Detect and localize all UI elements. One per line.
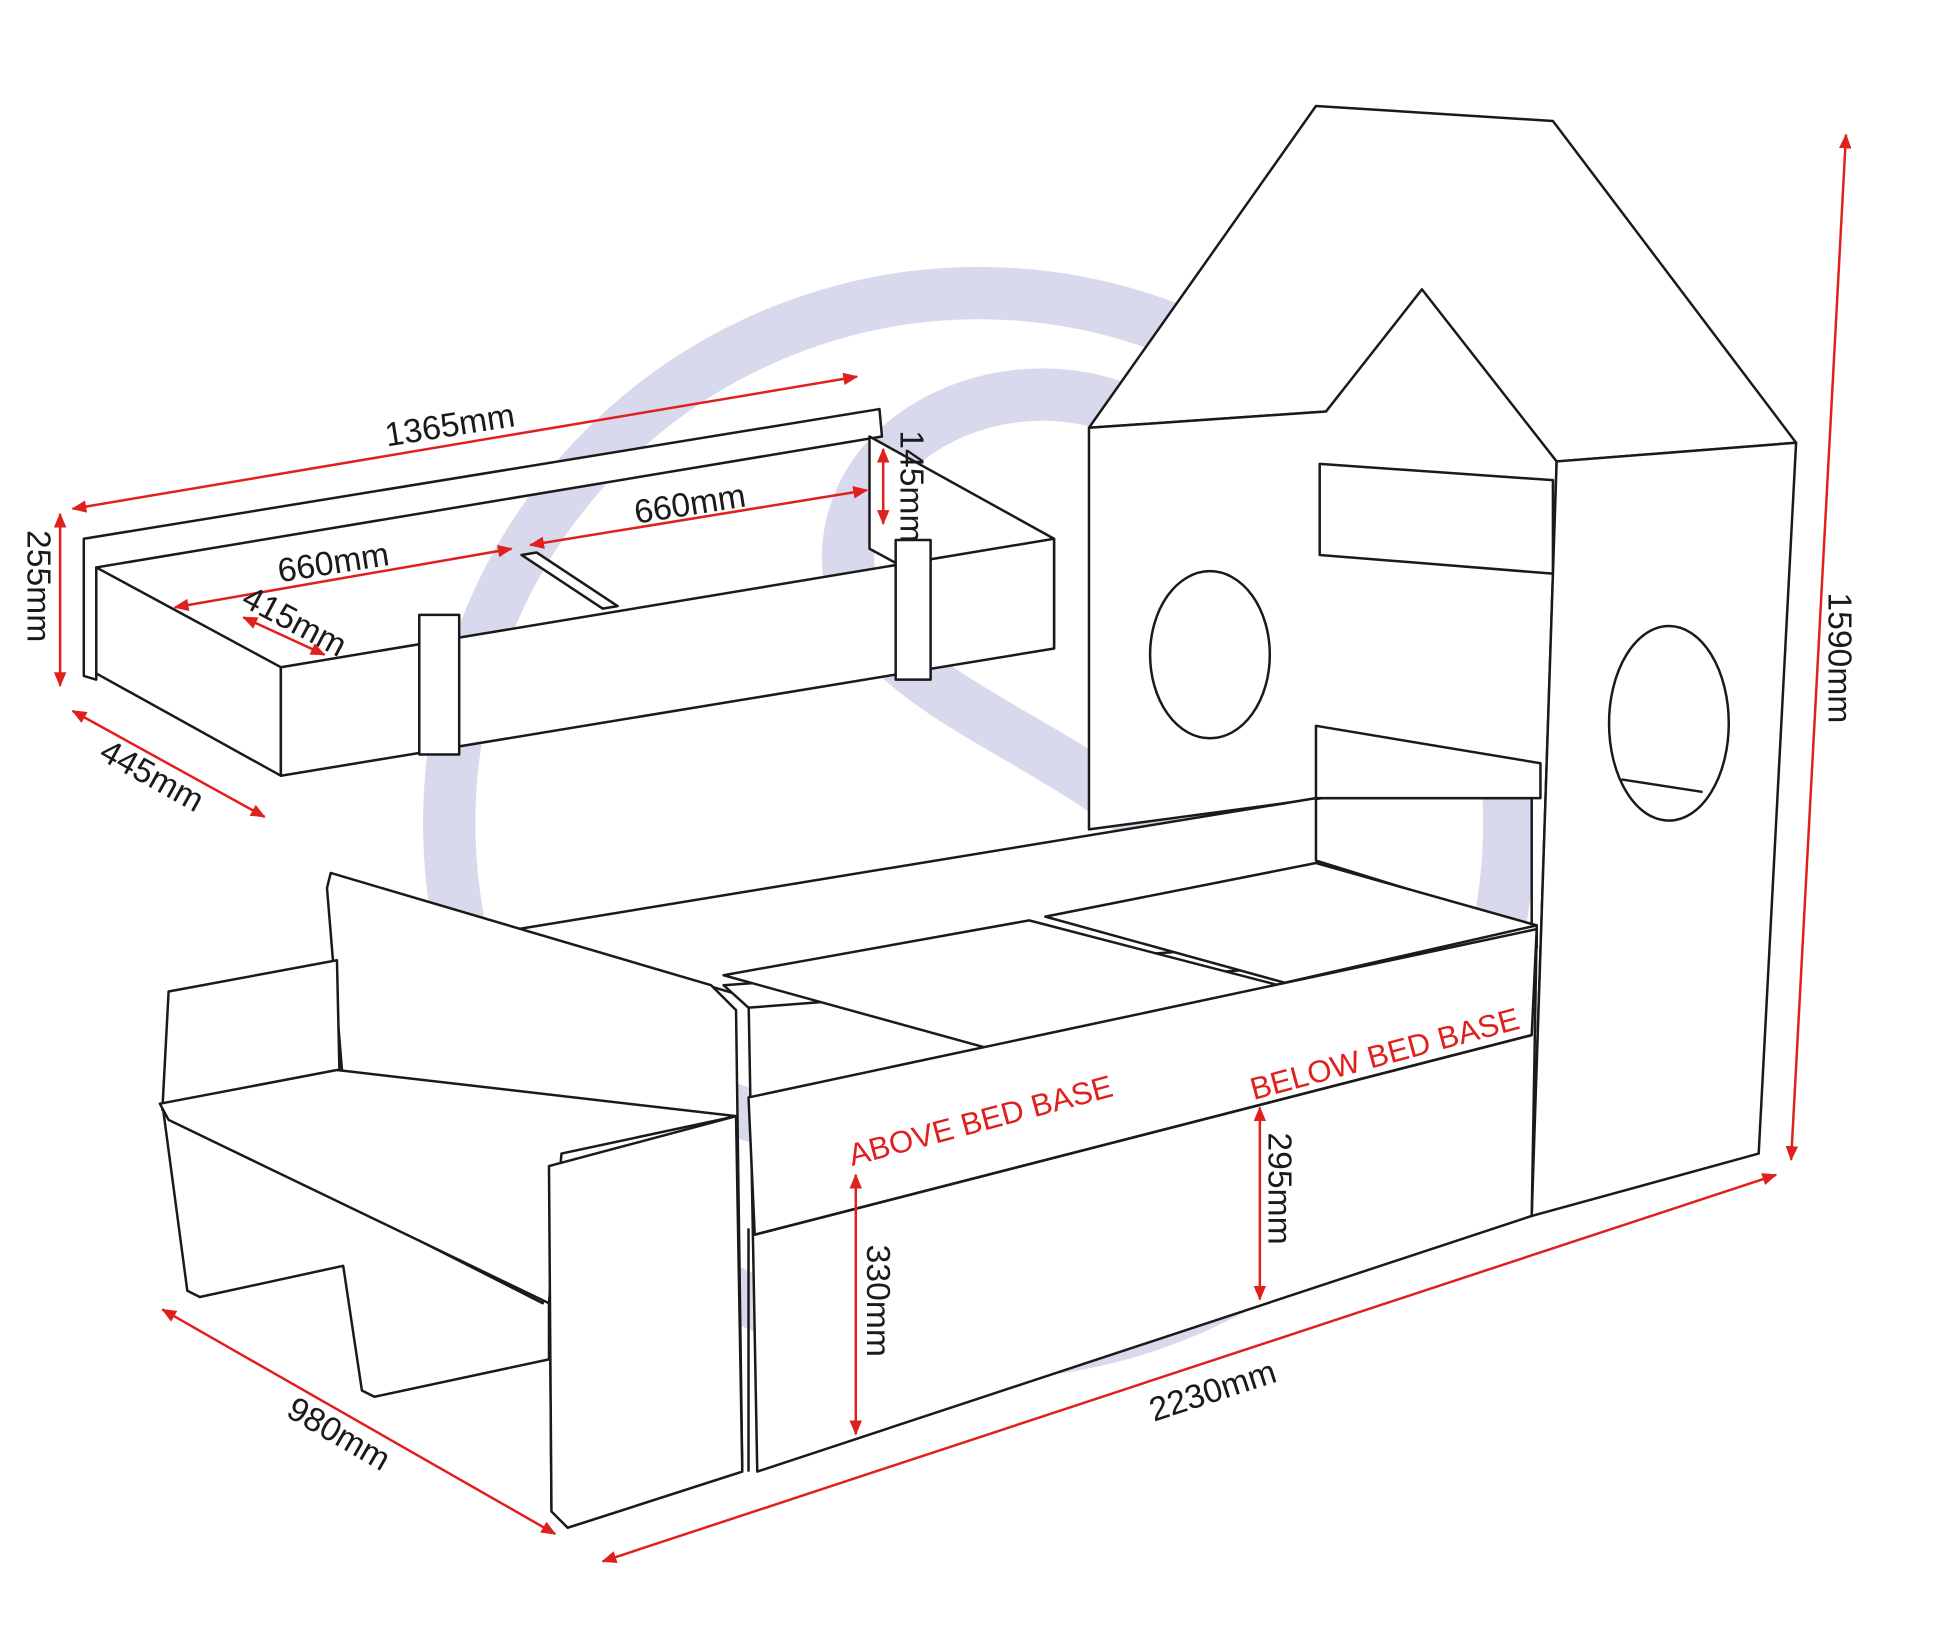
bed-body <box>158 796 1538 1529</box>
drawer-depth-label: 445mm <box>94 733 210 820</box>
total-height-label: 1590mm <box>1821 592 1858 723</box>
drawer-compartment-left-label: 660mm <box>275 536 392 590</box>
drawer-height-label: 255mm <box>20 530 57 642</box>
house-frame <box>1087 104 1798 1218</box>
total-length-label: 2230mm <box>1145 1354 1281 1430</box>
dimension-lines <box>53 133 1852 1564</box>
above-height-label: 330mm <box>859 1245 896 1357</box>
below-height-label: 295mm <box>1261 1132 1298 1244</box>
drawer-inner-height-label: 145mm <box>893 430 930 542</box>
drawer-compartment-right-label: 660mm <box>632 478 749 532</box>
